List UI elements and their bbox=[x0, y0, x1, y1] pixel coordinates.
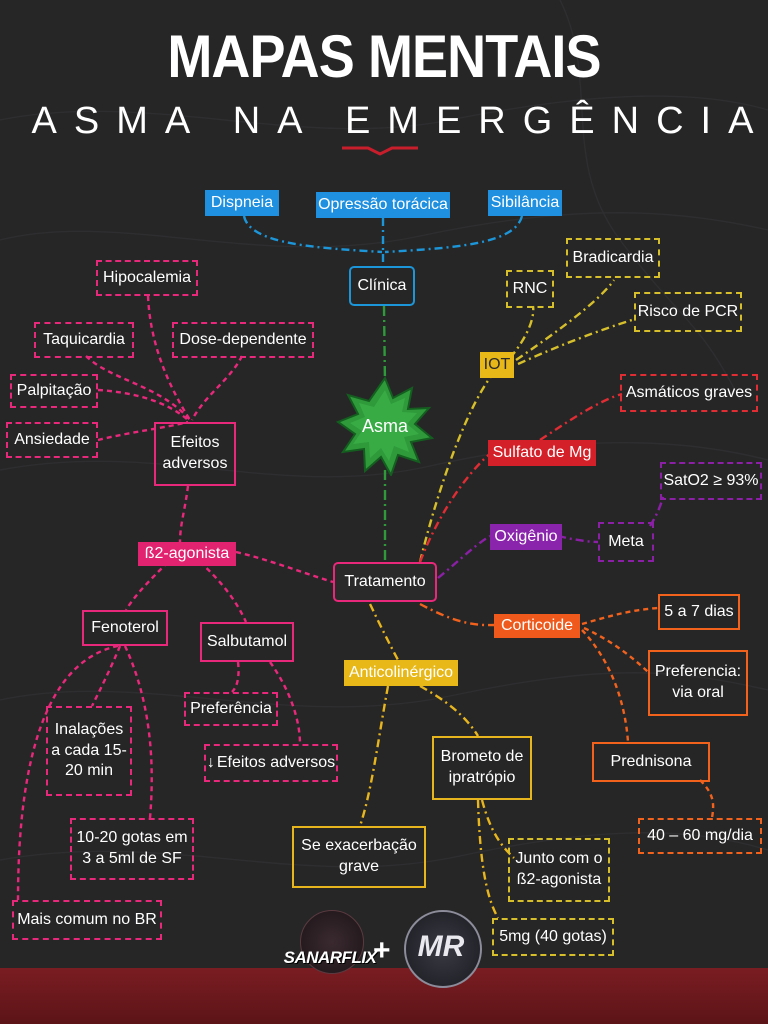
node-inalacoes: Inalações a cada 15- 20 min bbox=[46, 706, 132, 796]
star-shape bbox=[335, 376, 435, 476]
link-cort-viaoral bbox=[583, 626, 649, 673]
link-b2-fenoterol bbox=[124, 561, 169, 611]
node-palpitacao: Palpitação bbox=[10, 374, 98, 408]
sanarflix-logo-badge bbox=[300, 910, 364, 974]
link-cort-prednisona bbox=[581, 629, 630, 743]
link-antic-tratamento bbox=[368, 603, 400, 661]
node-b2-agonista: ß2-agonista bbox=[138, 542, 236, 566]
node-prednisona: Prednisona bbox=[592, 742, 710, 782]
node-corticoide: Corticoide bbox=[494, 614, 580, 638]
link-mg-asmaticos bbox=[539, 392, 623, 441]
link-hipocalemia bbox=[146, 295, 192, 421]
mr-logo-badge bbox=[404, 910, 482, 988]
sanarflix-logo-text: SANARFLIX bbox=[283, 948, 377, 967]
node-fenoterol: Fenoterol bbox=[82, 610, 168, 646]
node-efeitos-adversos: Efeitos adversos bbox=[154, 422, 236, 486]
link-fen-mais-comum bbox=[16, 644, 119, 901]
page-title: MAPAS MENTAIS bbox=[167, 23, 601, 90]
link-mg-tratamento bbox=[418, 451, 493, 563]
node-meta: Meta bbox=[598, 522, 654, 562]
link-antic-brometo bbox=[419, 684, 480, 737]
link-iot-brad bbox=[515, 279, 615, 361]
node-dispneia: Dispneia bbox=[205, 190, 279, 216]
node-tratamento: Tratamento bbox=[333, 562, 437, 602]
node-risco-pcr: Risco de PCR bbox=[634, 292, 742, 332]
sanarflix-logo: SANARFLIX bbox=[283, 938, 377, 978]
node-taquicardia: Taquicardia bbox=[34, 322, 134, 358]
link-oxi-meta bbox=[557, 534, 599, 544]
link-cort-dias bbox=[581, 606, 659, 626]
salbutamol-efeitos-label: Efeitos adversos bbox=[216, 753, 336, 771]
node-anticolinergico: Anticolinérgico bbox=[344, 660, 458, 686]
node-5-a-7-dias: 5 a 7 dias bbox=[658, 594, 740, 630]
link-sibilancia bbox=[384, 215, 524, 254]
node-sato2: SatO2 ≥ 93% bbox=[660, 462, 762, 500]
arrow-down-icon: ↓ bbox=[206, 753, 215, 771]
link-iot-tratamento bbox=[418, 369, 497, 563]
node-oxigenio: Oxigênio bbox=[490, 524, 562, 550]
node-sulfato-mg: Sulfato de Mg bbox=[488, 440, 596, 466]
link-dispneia bbox=[242, 215, 383, 254]
page-subtitle: ASMA NA EMERGÊNCIA bbox=[31, 100, 768, 142]
node-asmaticos-graves: Asmáticos graves bbox=[620, 374, 758, 412]
link-efeitos-b2 bbox=[178, 485, 190, 543]
title-underline-accent bbox=[342, 146, 418, 156]
node-rnc: RNC bbox=[506, 270, 554, 308]
node-salbutamol: Salbutamol bbox=[200, 622, 294, 662]
link-taquicardia bbox=[85, 355, 191, 421]
link-oxi-tratamento bbox=[437, 534, 491, 579]
node-dose-dependente: Dose-dependente bbox=[172, 322, 314, 358]
link-cort-tratamento bbox=[419, 602, 495, 627]
node-hipocalemia: Hipocalemia bbox=[96, 260, 198, 296]
node-salbutamol-efeitos: ↓Efeitos adversos bbox=[204, 744, 338, 782]
node-sibilancia: Sibilância bbox=[488, 190, 562, 216]
node-ansiedade: Ansiedade bbox=[6, 422, 98, 458]
center-node-asma: Asma bbox=[335, 376, 435, 476]
node-mais-comum: Mais comum no BR bbox=[12, 900, 162, 940]
node-brometo-ipratropio: Brometo de ipratrópio bbox=[432, 736, 532, 800]
link-b2-salbutamol bbox=[199, 561, 248, 623]
footer-band bbox=[0, 968, 768, 1024]
node-exacerbacao-grave: Se exacerbação grave bbox=[292, 826, 426, 888]
link-brom-dose bbox=[476, 799, 500, 919]
node-bradicardia: Bradicardia bbox=[566, 238, 660, 278]
link-iot-rnc bbox=[509, 305, 535, 359]
link-sal-pref bbox=[231, 661, 240, 693]
link-pred-dose bbox=[699, 779, 715, 819]
node-opressao-toracica: Opressão torácica bbox=[316, 192, 450, 218]
link-brom-junto bbox=[480, 799, 515, 859]
node-via-oral: Preferencia: via oral bbox=[648, 650, 748, 716]
link-sal-efeitos bbox=[269, 661, 302, 745]
asma-label: Asma bbox=[361, 415, 408, 436]
node-40-60-mg: 40 – 60 mg/dia bbox=[638, 818, 762, 854]
node-junto-b2: Junto com o ß2-agonista bbox=[508, 838, 610, 902]
mr-logo-text: MR bbox=[417, 930, 465, 963]
link-b2-tratamento bbox=[235, 550, 334, 584]
plus-sign: + bbox=[373, 934, 391, 967]
link-fen-inalacoes bbox=[90, 645, 122, 707]
link-palpitacao bbox=[97, 388, 189, 421]
node-iot: IOT bbox=[480, 352, 514, 378]
node-5mg-40-gotas: 5mg (40 gotas) bbox=[492, 918, 614, 956]
link-dose-dep bbox=[190, 355, 244, 421]
link-iot-pcr bbox=[517, 318, 633, 366]
node-gotas: 10-20 gotas em 3 a 5ml de SF bbox=[70, 818, 194, 880]
node-preferencia: Preferência bbox=[184, 692, 278, 726]
link-fen-gotas bbox=[123, 645, 153, 819]
link-clinica-asma bbox=[382, 305, 387, 385]
node-clinica: Clínica bbox=[349, 266, 415, 306]
link-antic-exacerb bbox=[358, 685, 390, 827]
